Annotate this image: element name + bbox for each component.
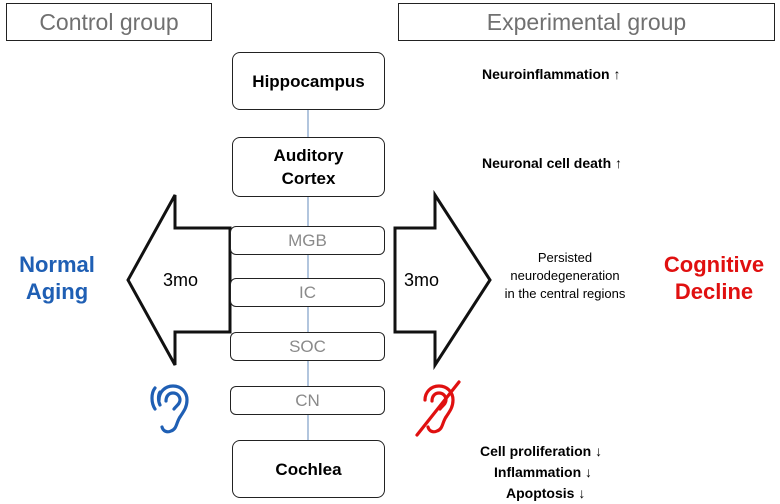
finding-apoptosis: Apoptosis ↓ [506,485,586,501]
finding-neuroinflammation: Neuroinflammation ↑ [482,66,621,82]
center-note-line2: neurodegeneration [510,268,620,283]
hearing-loss-ear-icon [415,380,461,437]
hippocampus-node: Hippocampus [232,52,385,110]
auditory-cortex-node: Auditory Cortex [232,137,385,197]
left-arrow [126,194,232,366]
mgb-node: MGB [230,226,385,255]
finding-neuronal-cell-death: Neuronal cell death ↑ [482,155,623,171]
finding-inflammation: Inflammation ↓ [494,464,593,480]
cognitive-decline-label: Cognitive Decline [652,251,776,305]
ear-icon [150,384,189,434]
cognitive-decline-line1: Cognitive [663,252,765,277]
soc-node: SOC [230,332,385,361]
normal-aging-line2: Aging [25,279,89,304]
control-group-header: Control group [6,3,212,41]
cognitive-decline-line2: Decline [674,279,754,304]
auditory-cortex-line1: Auditory [273,146,344,165]
center-note-line1: Persisted [537,250,593,265]
cochlea-node: Cochlea [232,440,385,498]
persisted-neurodegeneration-note: Persisted neurodegeneration in the centr… [490,249,640,303]
cn-node: CN [230,386,385,415]
center-note-line3: in the central regions [504,286,626,301]
left-arrow-label: 3mo [163,270,199,290]
finding-cell-proliferation: Cell proliferation ↓ [480,443,603,459]
auditory-cortex-line2: Cortex [281,169,336,188]
normal-aging-line1: Normal [19,252,95,277]
right-arrow-label: 3mo [404,270,440,290]
ic-node: IC [230,278,385,307]
right-arrow [393,189,492,371]
experimental-group-header: Experimental group [398,3,775,41]
normal-aging-label: Normal Aging [2,251,112,305]
